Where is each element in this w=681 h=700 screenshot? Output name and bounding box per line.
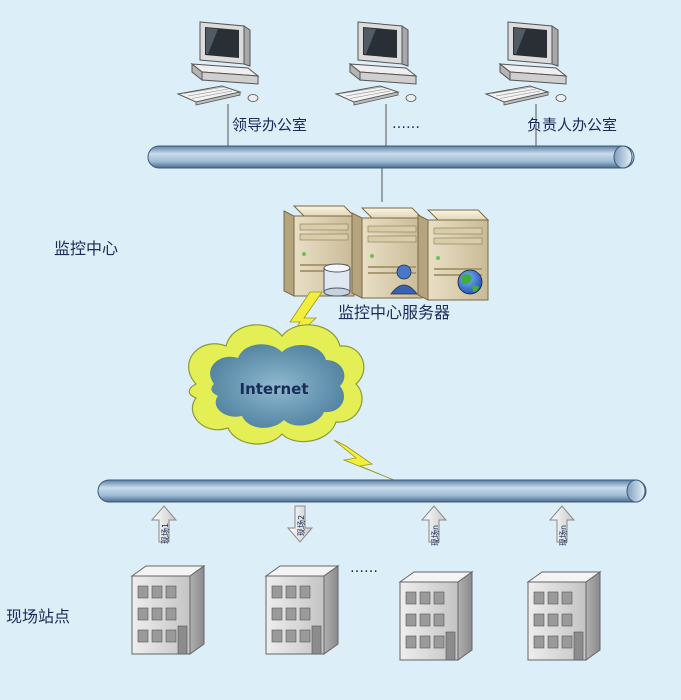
- internet-label: Internet: [239, 380, 308, 398]
- globe-icon: [457, 269, 483, 295]
- building-icon: [527, 571, 601, 661]
- lightning-bolt-icon: [333, 439, 395, 481]
- site-network-bus: [97, 479, 647, 503]
- cloud-icon: Internet: [188, 324, 365, 445]
- site-link-label: 现场n: [559, 525, 568, 546]
- database-icon: [323, 263, 351, 297]
- building-icon: [131, 565, 205, 655]
- tower-server-icon: [351, 207, 423, 299]
- building-icon: [265, 565, 339, 655]
- center-servers-label: 监控中心服务器: [338, 303, 450, 322]
- site-link-label: 现场1: [161, 523, 170, 544]
- server-cluster: [283, 205, 489, 301]
- manager-office-label: 负责人办公室: [527, 116, 617, 134]
- site-link-label: 现场2: [297, 515, 306, 536]
- office-ellipsis: ……: [392, 116, 420, 132]
- user-icon: [390, 264, 418, 295]
- building-icon: [399, 571, 473, 661]
- site-link-4: 现场n: [549, 505, 575, 546]
- site-link-2: 现场2: [287, 505, 313, 543]
- leader-office-label: 领导办公室: [232, 116, 307, 134]
- site-link-label: 现场n: [431, 525, 440, 546]
- monitoring-center-label: 监控中心: [54, 239, 118, 258]
- site-ellipsis: ……: [350, 560, 378, 576]
- office-network-bus: [147, 145, 635, 169]
- field-sites-label: 现场站点: [6, 607, 70, 626]
- site-link-1: 现场1: [151, 505, 177, 544]
- site-link-3: 现场n: [421, 505, 447, 546]
